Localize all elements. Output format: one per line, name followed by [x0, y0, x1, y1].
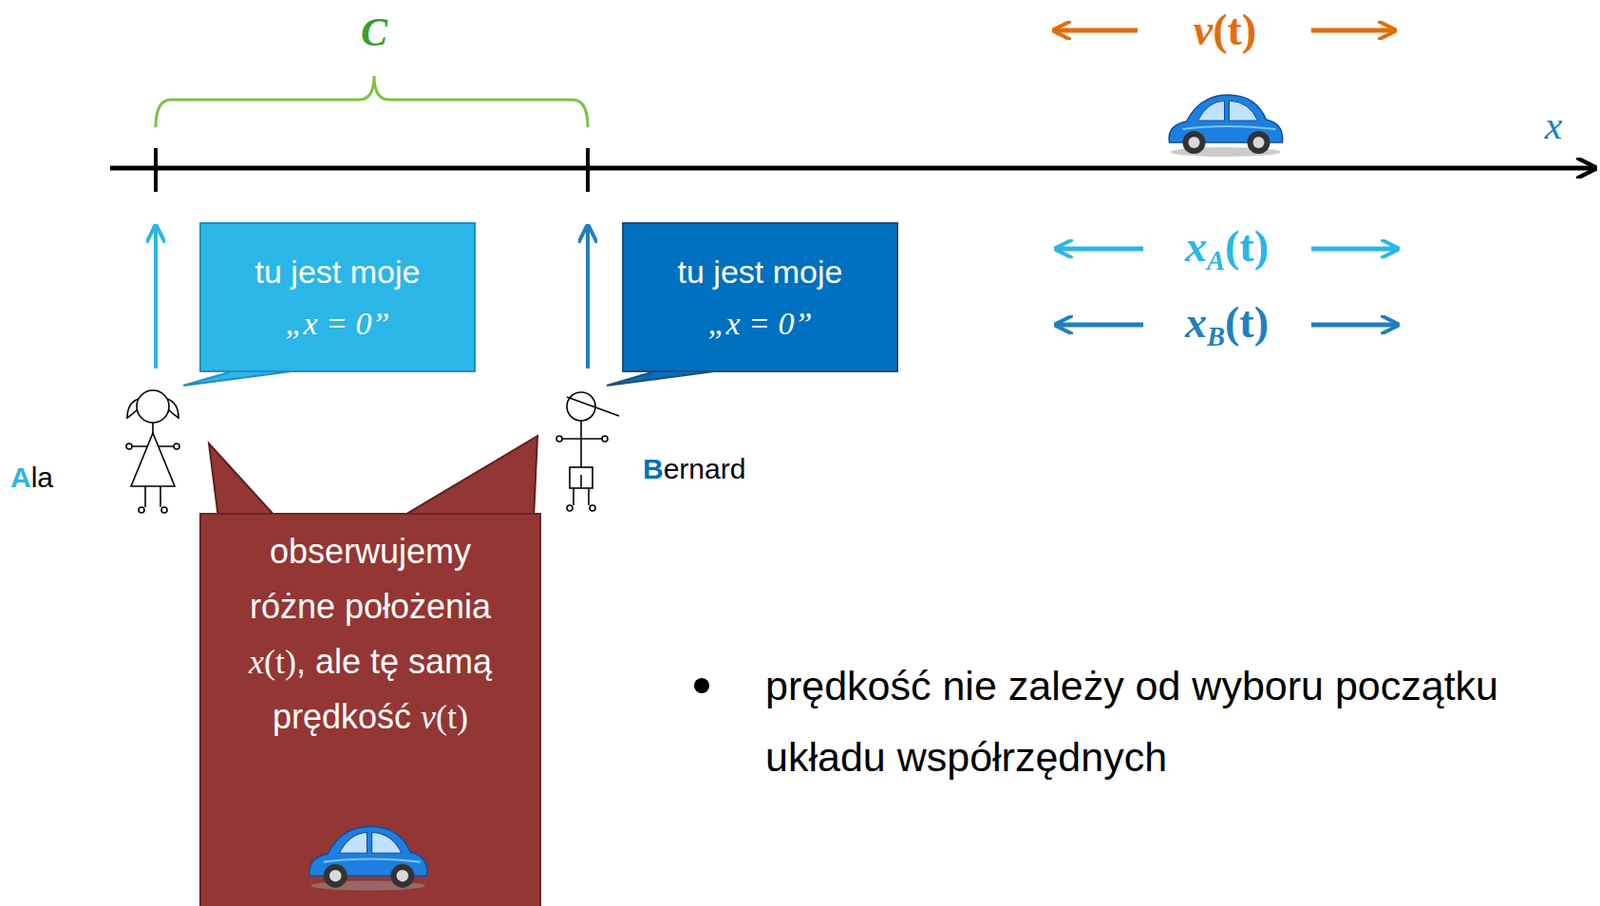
node-text: tu jest moje „x = 0” — [635, 245, 885, 350]
speech-bubble: tu jest moje „x = 0” — [621, 222, 899, 373]
x-axis — [110, 148, 1596, 192]
person-name: Bernard — [642, 452, 746, 487]
boy-figure — [556, 392, 620, 511]
car-icon — [1168, 94, 1283, 157]
node-text: tu jest moje „x = 0” — [212, 245, 463, 350]
distance-brace — [155, 75, 588, 128]
bullet-note: prędkość nie zależy od wyboru początku u… — [765, 650, 1544, 793]
position-label: xB(t) — [1185, 297, 1269, 353]
position-label: xA(t) — [1185, 221, 1269, 277]
callout-spike — [398, 435, 538, 519]
velocity-arrows — [1054, 30, 1398, 325]
callout-spike — [208, 443, 278, 519]
axis-label: x — [1544, 102, 1563, 149]
velocity-label: v(t) — [1193, 4, 1257, 57]
bullet-dot — [694, 677, 710, 694]
person-name: Ala — [10, 461, 54, 495]
speech-bubble: tu jest moje „x = 0” — [199, 222, 476, 373]
distance-label: C — [360, 9, 388, 56]
car-icon — [303, 822, 433, 894]
girl-figure — [126, 390, 180, 513]
node-text: obserwujemy różne położenia x(t), ale tę… — [233, 524, 508, 745]
